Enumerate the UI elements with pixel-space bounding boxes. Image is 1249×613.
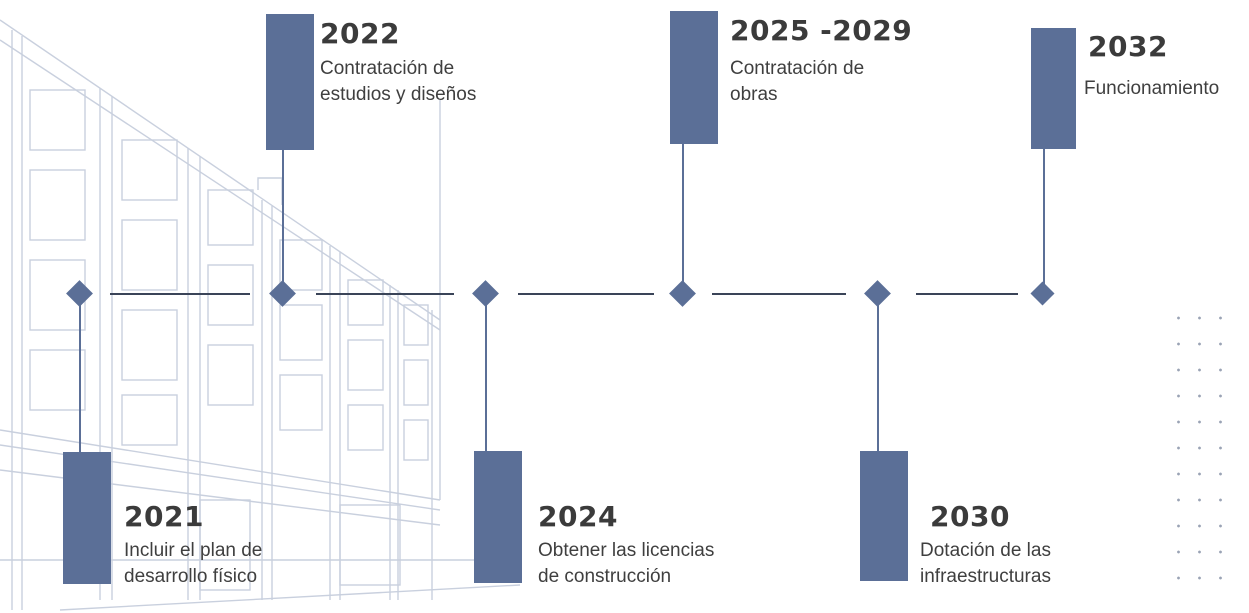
milestone-description: Funcionamiento [1084,78,1220,99]
milestone-description: Obtener las licencias de construcción [538,540,715,587]
milestone-year: 2032 [1088,30,1168,63]
milestone-year: 2024 [538,500,618,533]
milestone-description: Contratación de estudios y diseños [320,58,477,105]
timeline-segment [110,293,250,295]
milestone-year: 2022 [320,17,400,50]
timeline-segment [712,293,846,295]
milestone-year: 2021 [124,500,204,533]
dot-pattern-decoration [1168,305,1228,595]
timeline-segment [916,293,1018,295]
milestone-bar [1031,28,1076,149]
milestone-bar [670,11,718,144]
timeline-segment [316,293,454,295]
milestone-bar [266,14,314,150]
milestone-bar [860,451,908,581]
connector-line [1043,148,1045,294]
timeline-segment [518,293,654,295]
milestone-description: Dotación de las infraestructuras [920,540,1051,587]
connector-line [877,294,879,454]
milestone-description: Contratación de obras [730,58,865,105]
connector-line [282,148,284,294]
connector-line [682,142,684,294]
milestone-bar [63,452,111,584]
milestone-bar [474,451,522,583]
milestone-year: 2025 -2029 [730,14,913,47]
milestone-year: 2030 [930,500,1010,533]
milestone-description: Incluir el plan de desarrollo físico [124,540,263,587]
connector-line [79,294,81,460]
connector-line [485,294,487,454]
